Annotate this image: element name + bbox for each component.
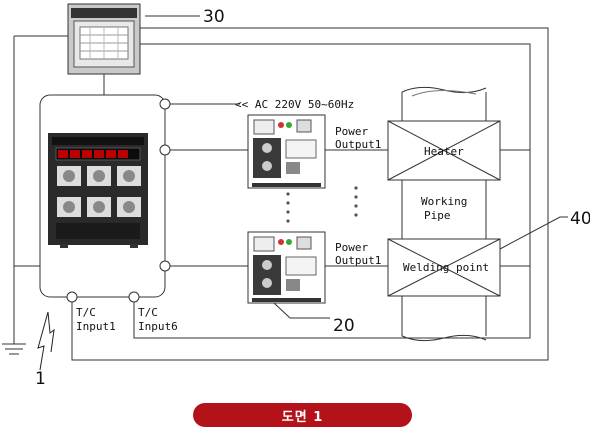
power-output-bottom-line2: Output1	[335, 254, 381, 267]
tc-input1-line1: T/C	[76, 306, 96, 319]
controller-housing	[39, 94, 166, 298]
welding-point-label: Welding point	[403, 261, 489, 274]
figure-caption: 도면 1	[193, 403, 412, 427]
continuation-dots	[286, 186, 358, 223]
power-output-top-line1: Power	[335, 125, 368, 138]
wiring	[13, 15, 568, 361]
heater-label: Heater	[424, 145, 464, 158]
tc-input6-line1: T/C	[138, 306, 158, 319]
working-pipe-line2: Pipe	[424, 209, 451, 222]
working-pipe-line1: Working	[421, 195, 467, 208]
power-output-bottom-line1: Power	[335, 241, 368, 254]
temperature-recorder	[67, 3, 141, 75]
ac-supply-label: << AC 220V 50~60Hz	[235, 98, 354, 111]
controller-pointer	[37, 311, 55, 371]
power-unit-top	[247, 114, 326, 189]
ref-controller-label: 1	[35, 369, 46, 389]
tc-input1-line2: Input1	[76, 320, 116, 333]
heater-box	[387, 120, 501, 181]
ref-power-label: 20	[333, 316, 355, 336]
welding-point-box	[387, 238, 501, 297]
power-output-top-line2: Output1	[335, 138, 381, 151]
power-unit-bottom	[247, 231, 326, 304]
ref-welding-label: 40	[570, 209, 590, 229]
terminals	[66, 98, 171, 303]
ref-recorder-label: 30	[203, 7, 225, 27]
ground-icon	[2, 338, 26, 355]
tc-input6-line2: Input6	[138, 320, 178, 333]
